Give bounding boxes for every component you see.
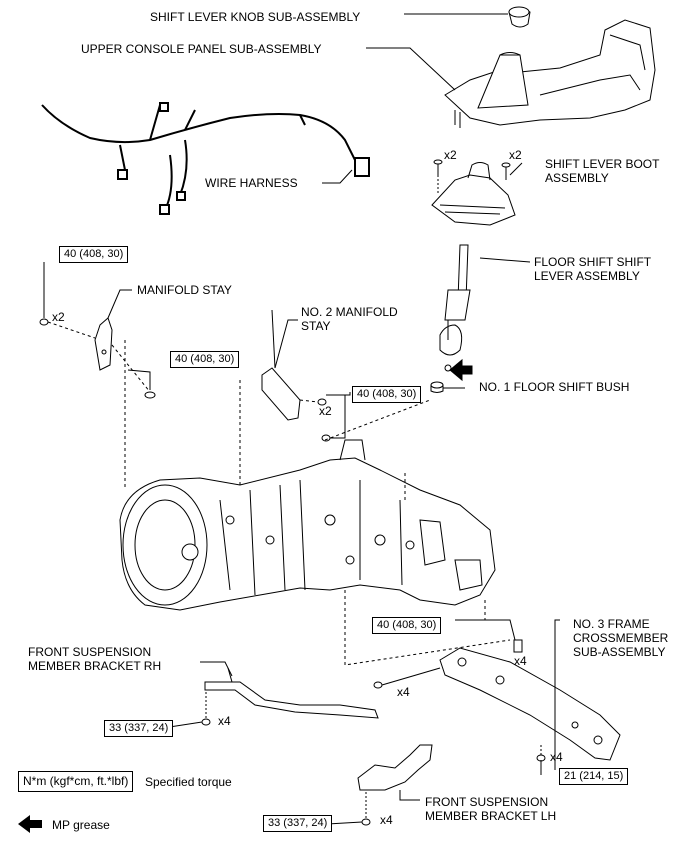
torque-box: 40 (408, 30): [170, 351, 240, 368]
bracket-lh-part: [357, 744, 433, 826]
torque-box: 21 (214, 15): [559, 768, 629, 785]
torque-box: 40 (408, 30): [352, 386, 422, 403]
legend-torque-desc: Specified torque: [145, 775, 232, 789]
leader-lines: [107, 13, 531, 826]
qty-lh: x4: [380, 813, 393, 827]
shift-boot-part: [431, 162, 516, 226]
floor-shift-bush-part: [430, 381, 465, 393]
bracket-rh-part: [201, 667, 379, 726]
qty-cross-bottom: x4: [550, 750, 563, 764]
boot-screws: [433, 159, 511, 195]
torque-box: 33 (337, 24): [104, 720, 174, 737]
no2-manifold-stay-part: [239, 309, 431, 490]
label-floor-shift-lever: FLOOR SHIFT SHIFT LEVER ASSEMBLY: [534, 255, 652, 283]
guide-lines: [344, 470, 511, 666]
qty-boot-left: x2: [444, 148, 457, 162]
qty-manifold: x2: [52, 310, 65, 324]
upper-console-part: [444, 19, 656, 128]
floor-shift-lever-part: [439, 244, 471, 372]
qty-no2: x2: [319, 404, 332, 418]
transmission-part: [119, 439, 496, 611]
shift-knob-part: [508, 6, 531, 28]
legend-grease: MP grease: [52, 818, 110, 832]
torque-box: 40 (408, 30): [372, 617, 442, 634]
manifold-bolts: [39, 262, 156, 490]
label-bracket-rh: FRONT SUSPENSION MEMBER BRACKET RH: [28, 645, 162, 673]
label-wire-harness: WIRE HARNESS: [205, 176, 298, 190]
manifold-stay-part: [94, 317, 113, 371]
label-shift-lever-knob: SHIFT LEVER KNOB SUB-ASSEMBLY: [150, 10, 361, 24]
torque-box: 40 (408, 30): [59, 246, 129, 263]
label-manifold-stay: MANIFOLD STAY: [137, 283, 232, 297]
label-no2-manifold-stay: NO. 2 MANIFOLD STAY: [301, 305, 398, 333]
wire-harness-part: [41, 102, 370, 215]
legend-torque-unit: N*m (kgf*cm, ft.*lbf): [18, 771, 134, 792]
label-upper-console-panel: UPPER CONSOLE PANEL SUB-ASSEMBLY: [81, 42, 322, 56]
torque-box: 33 (337, 24): [263, 815, 333, 832]
grease-arrow-lever: [449, 358, 473, 382]
label-bracket-lh: FRONT SUSPENSION MEMBER BRACKET LH: [425, 795, 557, 823]
grease-arrow-legend: [18, 815, 42, 833]
label-shift-lever-boot: SHIFT LEVER BOOT ASSEMBLY: [545, 157, 660, 185]
label-floor-shift-bush: NO. 1 FLOOR SHIFT BUSH: [479, 380, 630, 394]
qty-cross-top: x4: [514, 654, 527, 668]
qty-boot-right: x2: [509, 148, 522, 162]
crossmember-part: [373, 619, 621, 775]
qty-cross-bolt: x4: [397, 685, 410, 699]
label-crossmember: NO. 3 FRAME CROSSMEMBER SUB-ASSEMBLY: [573, 617, 669, 659]
qty-rh: x4: [218, 714, 231, 728]
